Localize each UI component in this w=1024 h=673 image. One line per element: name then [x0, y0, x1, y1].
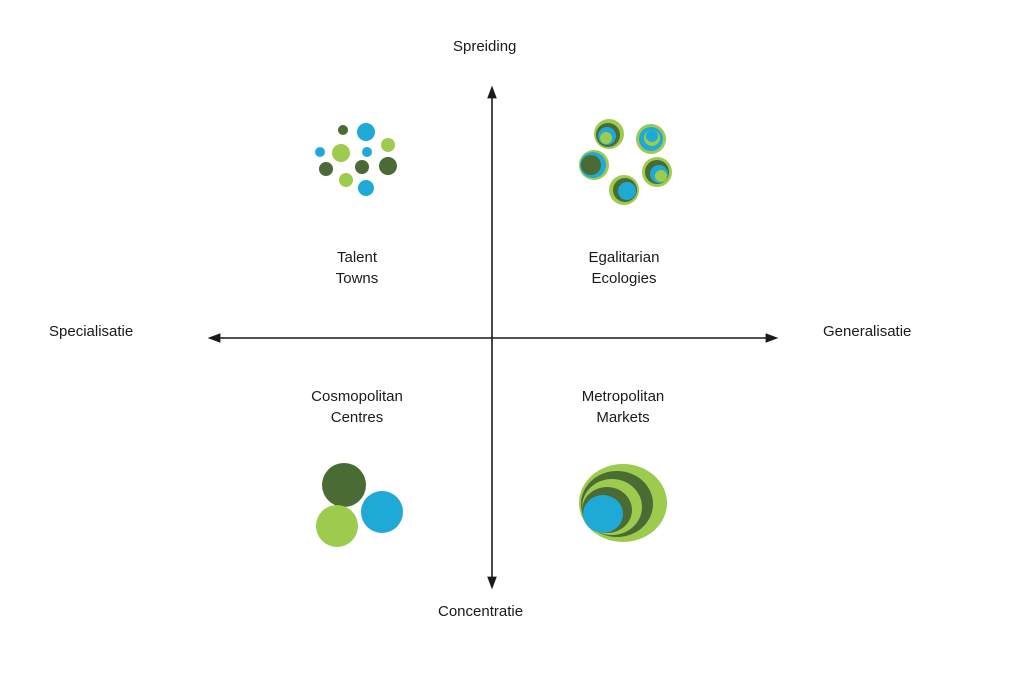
axis-label-left: Specialisatie: [49, 323, 134, 340]
quadrant-label-cosmopolitan-centres: Cosmopolitan Centres: [277, 386, 437, 428]
quadrant-label-line: Markets: [596, 409, 650, 426]
quadrant-label-line: Ecologies: [591, 270, 657, 287]
quadrant-label-line: Egalitarian: [588, 249, 660, 266]
quadrant-label-line: Talent: [336, 249, 378, 266]
quadrant-label-line: Metropolitan: [581, 388, 665, 405]
quadrant-label-line: Cosmopolitan: [311, 388, 403, 405]
axis-label-top: Spreiding: [453, 38, 517, 55]
quadrant-label-metropolitan-markets: Metropolitan Markets: [543, 386, 703, 428]
cosmopolitan-centres-icon: [316, 463, 403, 547]
talent-towns-icon: [315, 123, 397, 196]
egalitarian-ecologies-icon: [579, 119, 672, 205]
axis-label-bottom: Concentratie: [438, 603, 524, 620]
quadrant-label-egalitarian-ecologies: Egalitarian Ecologies: [544, 247, 704, 289]
quadrant-label-line: Towns: [335, 270, 379, 287]
quadrant-label-talent-towns: Talent Towns: [277, 247, 437, 289]
quadrant-label-line: Centres: [330, 409, 384, 426]
metropolitan-markets-icon: [579, 464, 667, 542]
axis-label-right: Generalisatie: [823, 323, 912, 340]
